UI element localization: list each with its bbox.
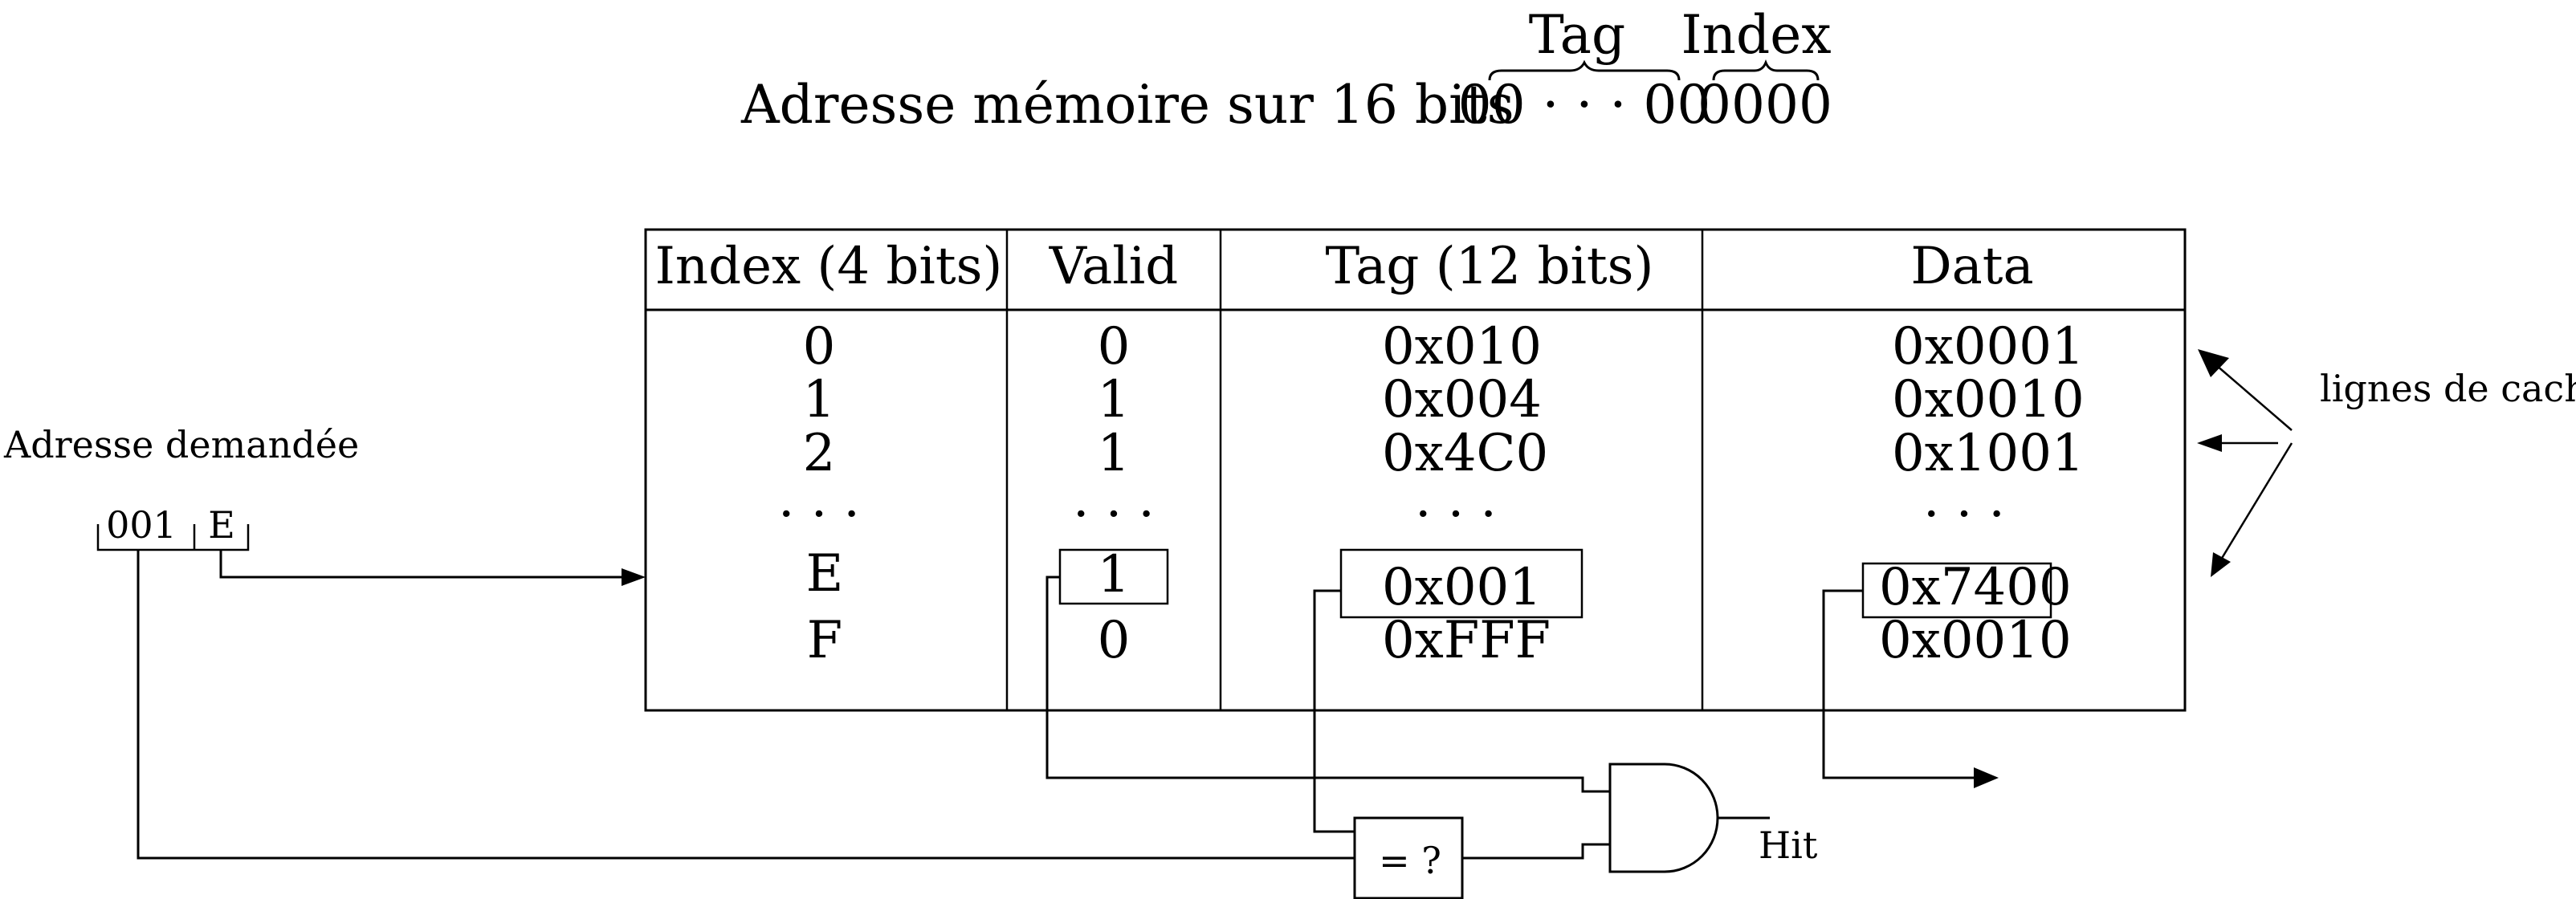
arrow-left-icon (2197, 434, 2222, 452)
cell-index: · · · (778, 485, 860, 544)
data-output-wire (1822, 589, 1975, 779)
tag-bits: 00 · · · 00 (1458, 74, 1711, 136)
cache-lines-annotation: lignes de cache (2197, 349, 2576, 577)
cache-lines-label: lignes de cache (2320, 367, 2576, 410)
cell-data: 0x0001 (1892, 317, 2085, 376)
cell-valid: 1 (1098, 424, 1131, 483)
tag-label: Tag (1529, 4, 1626, 66)
cache-table: Index (4 bits) Valid Tag (12 bits) Data … (644, 228, 2187, 712)
cell-index: 1 (803, 370, 836, 429)
cell-index: 0 (803, 317, 836, 376)
cell-valid: · · · (1073, 485, 1155, 544)
address-tag-wire (137, 550, 1355, 860)
table-row: 1 1 0x004 0x0010 (803, 370, 2085, 429)
requested-address: Adresse demandée 001 E (3, 423, 359, 551)
arrow-down-left-icon (2211, 552, 2231, 577)
cell-data: 0x1001 (1892, 424, 2085, 483)
arrow-right-icon (1974, 767, 1999, 788)
cell-valid: 0 (1098, 611, 1131, 670)
address-index-part: E (208, 503, 235, 547)
address-layout: Adresse mémoire sur 16 bits 00 · · · 00 … (740, 4, 1832, 136)
cell-tag: 0x004 (1382, 370, 1542, 429)
hit-label: Hit (1759, 824, 1818, 867)
cell-data: 0x0010 (1892, 370, 2085, 429)
cell-data: 0x7400 (1879, 558, 2072, 617)
header-tag: Tag (12 bits) (1326, 237, 1654, 296)
table-row: 0 0 0x010 0x0001 (803, 317, 2085, 376)
index-bits: 0000 (1698, 74, 1832, 136)
arrow-up-left-icon (2198, 349, 2229, 377)
cell-valid: 1 (1098, 545, 1131, 604)
comparator-label: = ? (1379, 839, 1441, 882)
header-index: Index (4 bits) (655, 237, 1003, 296)
table-row: 2 1 0x4C0 0x1001 (803, 424, 2085, 483)
cell-index: F (807, 611, 842, 670)
cell-valid: 1 (1098, 370, 1131, 429)
index-wire (219, 550, 623, 579)
and-gate-icon (1608, 763, 1719, 873)
stored-tag-wire (1313, 589, 1355, 833)
address-tag-part: 001 (106, 503, 177, 547)
cell-tag: 0x010 (1382, 317, 1542, 376)
comparator-output-wire (1462, 843, 1610, 860)
comparator: = ? (1353, 816, 1464, 899)
cell-tag: 0x001 (1382, 558, 1542, 617)
cache-line-pointer (2219, 442, 2293, 560)
address-bracket (96, 524, 250, 551)
cell-valid: 0 (1098, 317, 1131, 376)
cell-data: · · · (1923, 485, 2005, 544)
cell-tag: · · · (1415, 485, 1497, 544)
table-row: F 0 0xFFF 0x0010 (807, 611, 2072, 670)
table-border (644, 228, 2187, 712)
cell-tag: 0xFFF (1382, 611, 1551, 670)
tag-brace (1488, 59, 1681, 81)
tag-highlight-box (1339, 548, 1584, 619)
table-row-highlighted: E 1 0x001 0x7400 (806, 544, 2072, 619)
cell-index: 2 (803, 424, 836, 483)
cell-index: E (806, 544, 844, 604)
and-gate: Hit (1608, 763, 1818, 873)
arrow-right-icon (622, 568, 646, 586)
cell-data: 0x0010 (1879, 611, 2072, 670)
cache-line-pointer (2215, 364, 2293, 431)
address-layout-label: Adresse mémoire sur 16 bits (740, 74, 1514, 136)
cell-tag: 0x4C0 (1382, 424, 1548, 483)
table-row-ellipsis: · · · · · · · · · · · · (778, 485, 2005, 544)
header-valid: Valid (1049, 237, 1178, 296)
requested-address-label: Adresse demandée (3, 423, 359, 466)
index-brace (1712, 59, 1820, 81)
index-label: Index (1681, 4, 1831, 66)
header-data: Data (1910, 237, 2033, 296)
